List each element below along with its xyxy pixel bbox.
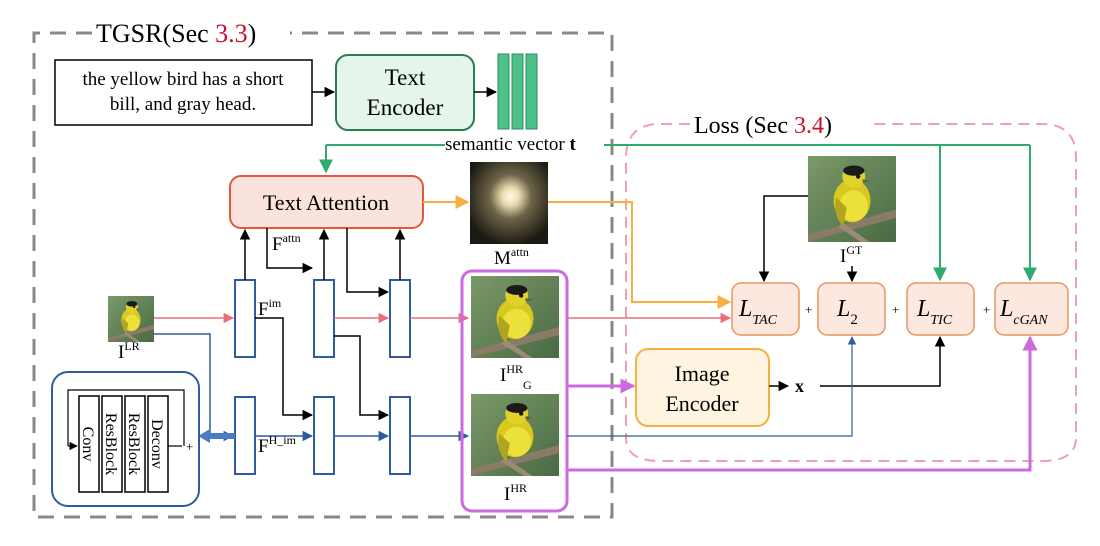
resblock-label-2: ResBlock — [125, 413, 142, 475]
hr-feature-path — [154, 333, 470, 442]
image-encoder-box: Image Encoder — [635, 348, 770, 427]
text-attention-box: Text Attention — [229, 175, 424, 229]
loss-l2-label: L2 — [836, 296, 858, 328]
attention-map-image — [470, 162, 548, 244]
ground-truth-connections — [758, 195, 946, 387]
semantic-vector-bars — [497, 53, 538, 130]
purple-connections — [567, 335, 1038, 472]
text-caption-box: the yellow bird has a short bill, and gr… — [54, 59, 313, 126]
deconv-label: Deconv — [148, 419, 165, 469]
semantic-vector-connections — [319, 144, 1037, 282]
i-hr-label: IHR — [504, 481, 527, 505]
loss-cgan-label: LcGAN — [999, 296, 1048, 328]
loss-cgan-box — [994, 282, 1069, 336]
semantic-vector-label: semantic vector t — [445, 134, 577, 155]
image-encoder-line-2: Encoder — [665, 391, 739, 416]
i-hr-g-label: IHRG — [500, 362, 532, 392]
f-attn-label: Fattn — [272, 231, 301, 255]
low-resolution-image — [108, 296, 154, 342]
sr-network-module: Conv ResBlock ResBlock Deconv + — [51, 371, 200, 507]
loss-module: Loss (Sec 3.4) — [625, 113, 1077, 462]
conv-label: Conv — [79, 427, 96, 462]
f-im-label: Fim — [258, 296, 282, 320]
tgsr-title: TGSR(Sec 3.3) — [96, 19, 256, 48]
loss-l2-box — [817, 282, 886, 336]
plus-1: + — [805, 302, 812, 317]
ground-truth-image — [808, 156, 896, 242]
i-lr-label: ILR — [118, 339, 140, 363]
loss-title: Loss (Sec 3.4) — [694, 113, 832, 139]
loss-boxes: LTAC L2 LTIC LcGAN + + + — [731, 282, 1069, 336]
tgsr-module: TGSR(Sec 3.3) — [32, 19, 614, 519]
module-feedback-arrow — [198, 429, 235, 443]
image-encoder-line-1: Image — [675, 361, 730, 386]
loss-tac-box — [731, 282, 800, 336]
text-attention-label: Text Attention — [263, 190, 389, 215]
caption-line-1: the yellow bird has a short — [82, 69, 284, 90]
caption-line-2: bill, and gray head. — [110, 94, 256, 115]
text-encoder-line-2: Encoder — [367, 95, 444, 120]
plus-2: + — [892, 302, 899, 317]
m-attn-label: Mattn — [494, 245, 529, 269]
loss-tac-label: LTAC — [738, 296, 778, 328]
text-encoder-box: Text Encoder — [335, 54, 475, 131]
attention-connections — [239, 228, 406, 421]
resblock-label-1: ResBlock — [102, 413, 119, 475]
x-label: x — [795, 376, 804, 396]
module-plus: + — [186, 439, 193, 454]
attention-to-loss-path — [548, 201, 732, 309]
plus-3: + — [983, 302, 990, 317]
generated-images-box — [460, 269, 569, 513]
i-gt-label: IGT — [840, 243, 863, 267]
loss-tic-box — [906, 282, 975, 336]
text-encoder-line-1: Text — [385, 65, 426, 90]
feature-blocks — [234, 279, 411, 475]
hr-to-l2-path — [567, 336, 857, 437]
loss-tic-label: LTIC — [916, 296, 953, 328]
